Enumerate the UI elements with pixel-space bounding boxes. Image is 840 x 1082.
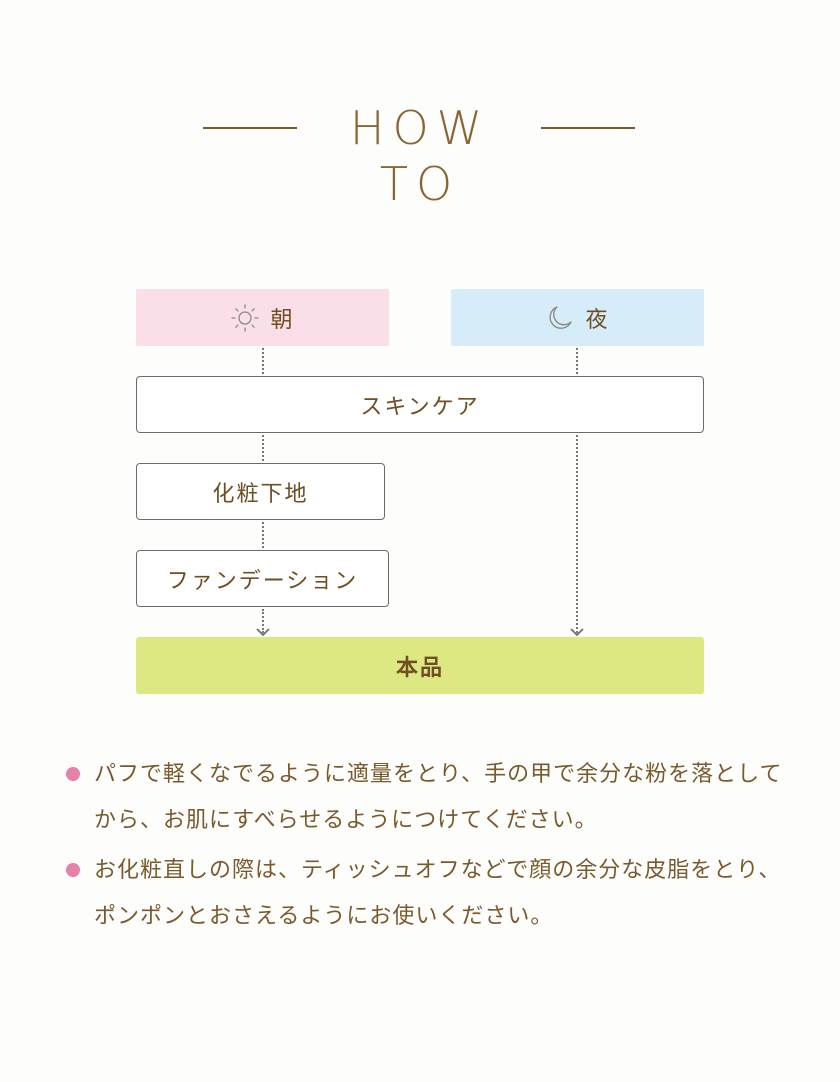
usage-notes: パフで軽くなでるように適量をとり、手の甲で余分な粉を落としてから、お肌にすべらせ… (64, 752, 794, 944)
moon-icon (545, 303, 575, 333)
note-item: パフで軽くなでるように適量をとり、手の甲で余分な粉を落としてから、お肌にすべらせ… (64, 752, 794, 844)
morning-box: 朝 (136, 289, 389, 346)
bullet-icon (66, 767, 80, 781)
bullet-icon (66, 863, 80, 877)
connector-primer-foundation (262, 522, 264, 548)
foundation-step: ファンデーション (136, 550, 389, 607)
morning-label: 朝 (270, 307, 295, 333)
night-label: 夜 (585, 307, 610, 333)
connector-foundation-product (262, 609, 264, 633)
connector-skincare-primer (262, 435, 264, 461)
note-text: お化粧直しの際は、ティッシュオフなどで顔の余分な皮脂をとり、ポンポンとおさえるよ… (94, 858, 782, 929)
connector-morning-skincare (262, 348, 264, 374)
title-divider-right (541, 127, 635, 129)
header: HOW TO (0, 100, 840, 211)
arrowhead-left (256, 628, 270, 637)
sun-icon (230, 303, 260, 333)
connector-night-product (576, 435, 578, 633)
night-box: 夜 (451, 289, 704, 346)
product-label: 本品 (395, 655, 444, 681)
connector-night-skincare (576, 348, 578, 374)
note-item: お化粧直しの際は、ティッシュオフなどで顔の余分な皮脂をとり、ポンポンとおさえるよ… (64, 848, 794, 940)
primer-label: 化粧下地 (212, 481, 309, 507)
note-text: パフで軽くなでるように適量をとり、手の甲で余分な粉を落としてから、お肌にすべらせ… (94, 762, 783, 833)
product-step: 本品 (136, 637, 704, 694)
arrowhead-right (570, 628, 584, 637)
foundation-label: ファンデーション (166, 568, 359, 594)
page-title: HOW TO (349, 101, 491, 211)
skincare-step: スキンケア (136, 376, 704, 433)
skincare-label: スキンケア (360, 394, 480, 420)
primer-step: 化粧下地 (136, 463, 385, 520)
title-divider-left (203, 127, 297, 129)
